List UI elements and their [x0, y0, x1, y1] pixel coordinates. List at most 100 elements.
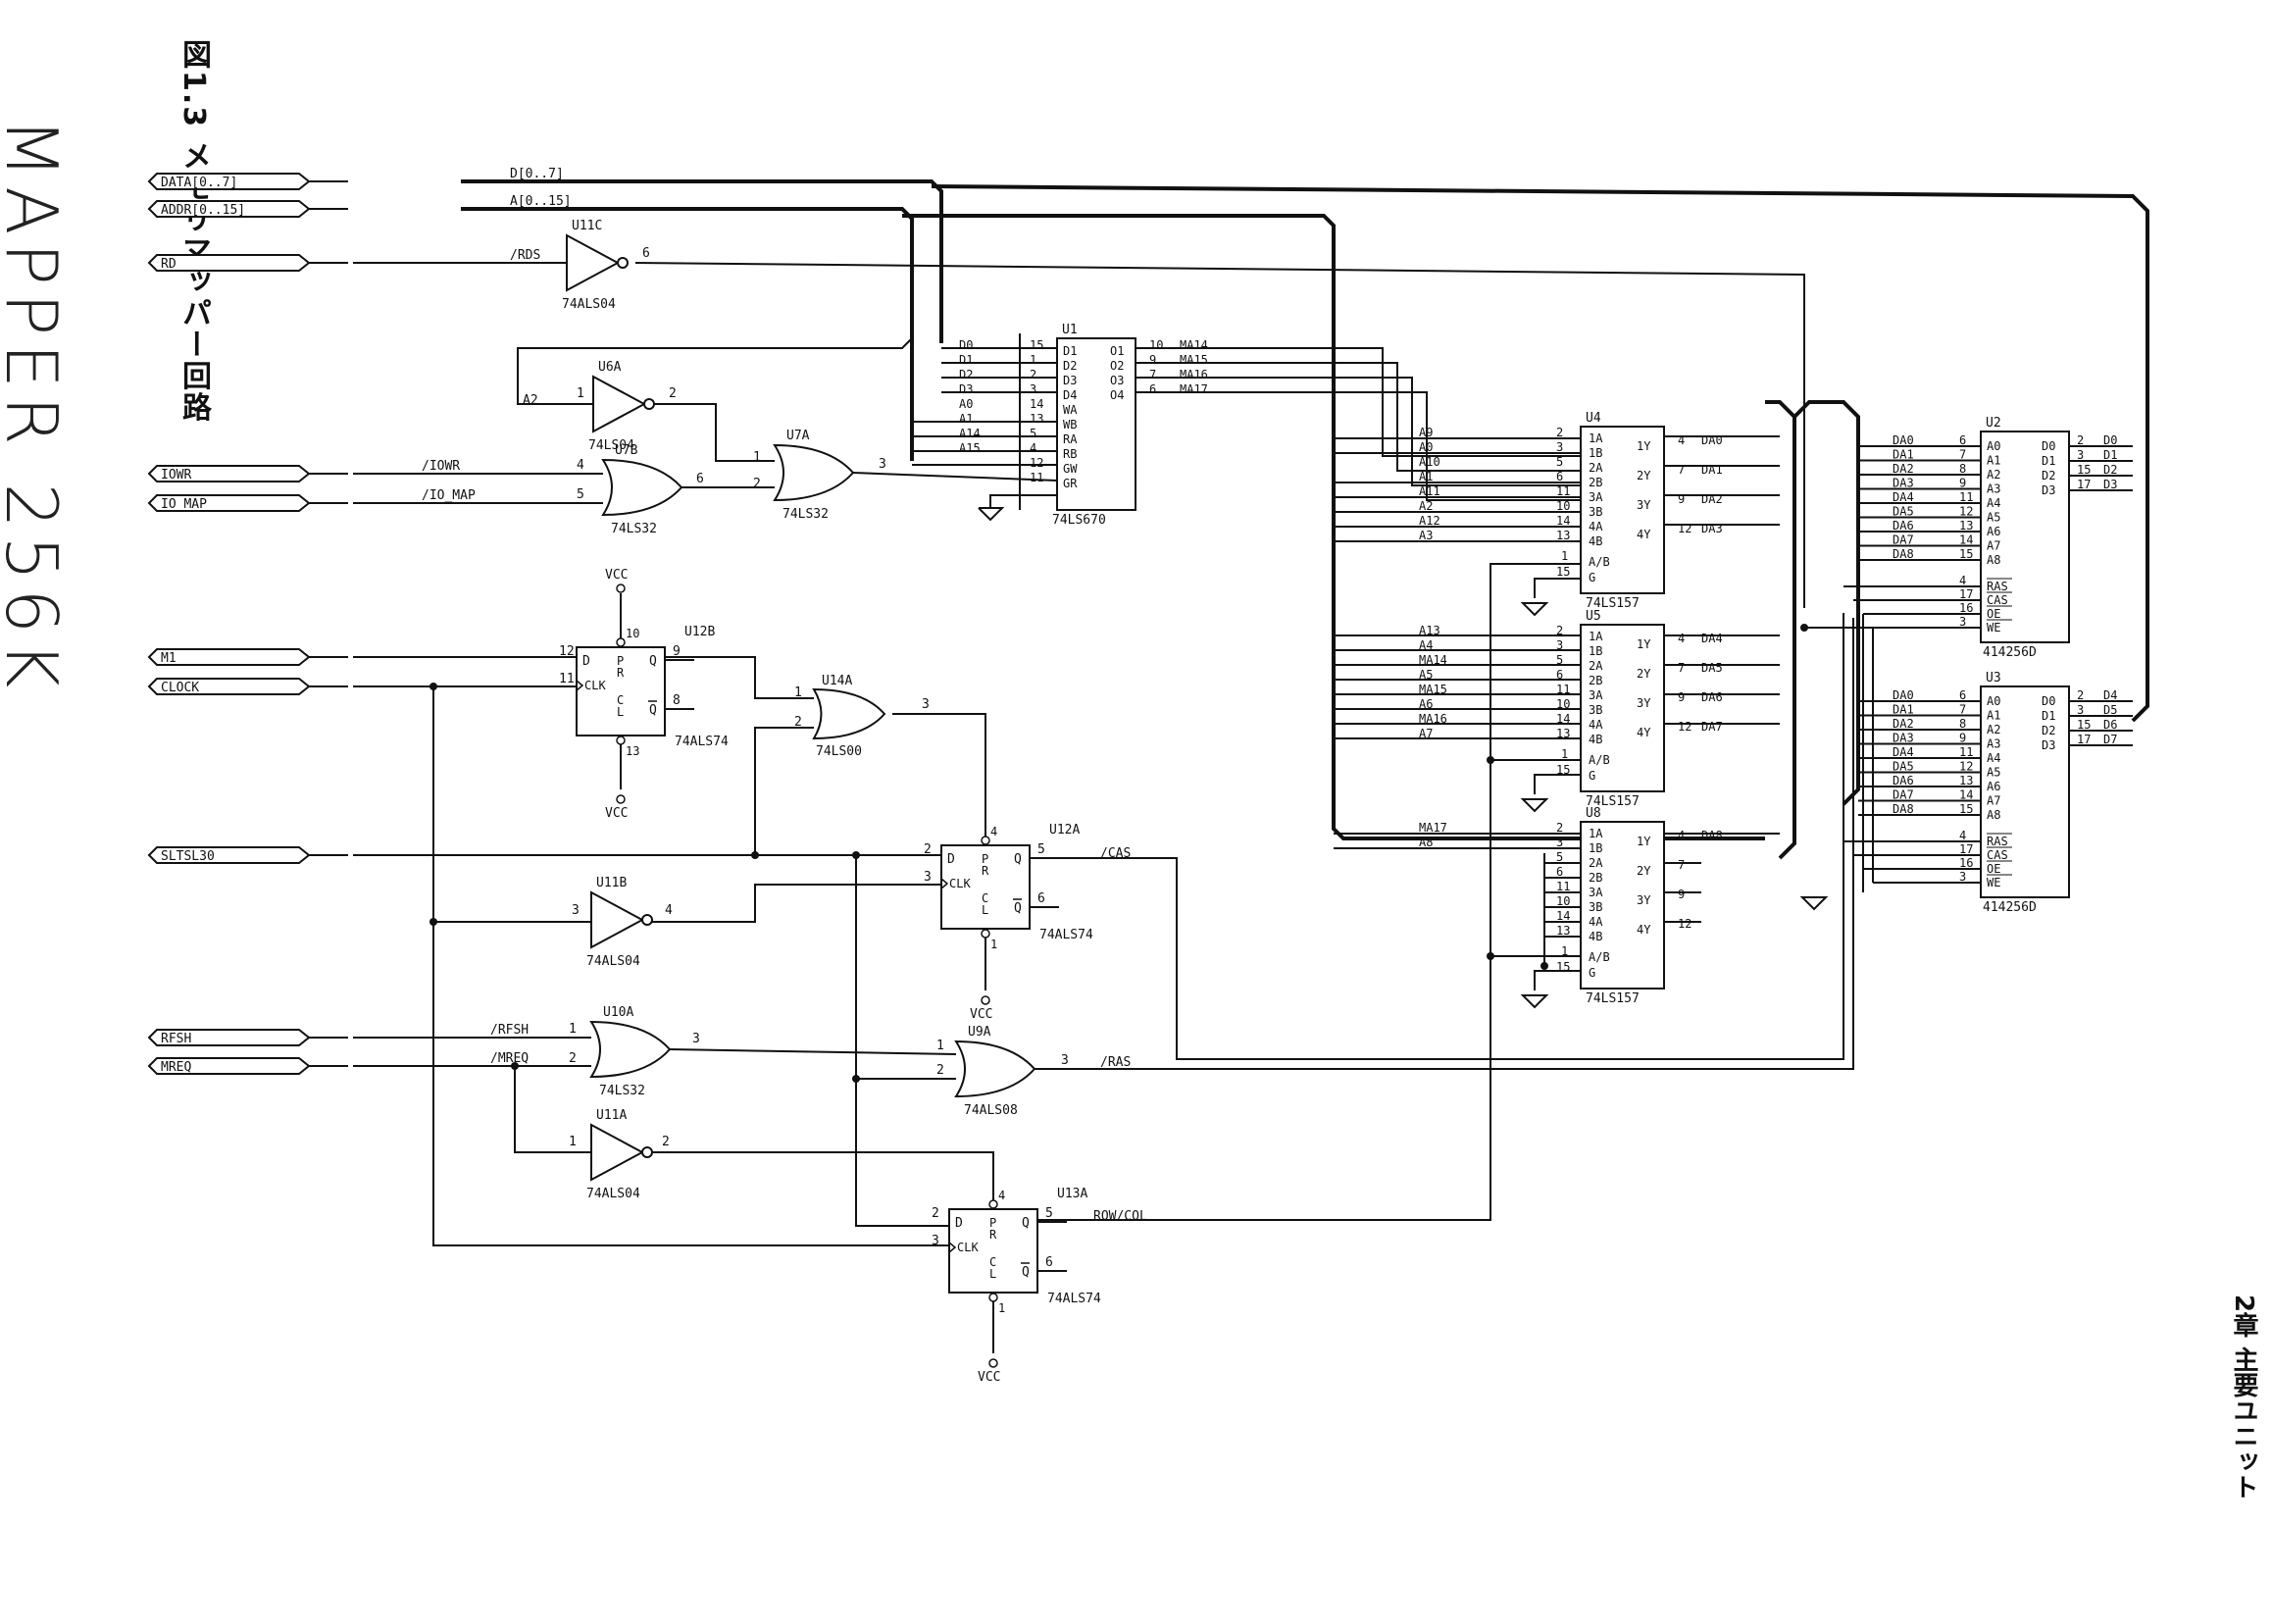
port-label: CLOCK [161, 681, 199, 695]
signal-label: DA4 [1893, 490, 1914, 504]
chip-pin-label: 3Y [1637, 696, 1651, 710]
signal-label: DA6 [1893, 774, 1914, 787]
chip-pin-label: D0 [2042, 439, 2055, 453]
pin-number: 9 [673, 644, 681, 659]
signal-label: A10 [1419, 455, 1440, 469]
signal-label: A5 [1419, 668, 1433, 682]
gate-name: U11A [596, 1108, 627, 1123]
pin-number: 6 [1149, 382, 1156, 396]
signal-label: A3 [1419, 529, 1433, 542]
signal-label: DA1 [1701, 463, 1723, 477]
vcc-label: VCC [605, 568, 628, 583]
pin-number: 16 [1959, 856, 1973, 870]
ff-pin-label: R [617, 666, 625, 680]
chip-pin-label: 1Y [1637, 439, 1651, 453]
mux-u5: U574LS1571A2A131B3A42A5MA142B6A53A11MA15… [1419, 609, 1723, 809]
pin-number: 11 [1556, 880, 1570, 893]
pin-number: 7 [1959, 448, 1966, 462]
chip-pin-label: 3B [1589, 703, 1602, 717]
chip-pin-label: O2 [1110, 359, 1124, 373]
net-label: /RDS [510, 248, 540, 263]
chip-pin-label: A6 [1987, 780, 2000, 793]
signal-label: D5 [2103, 703, 2117, 717]
pin-number: 5 [1030, 427, 1036, 440]
pin-number: 2 [1556, 821, 1563, 835]
signal-label: DA5 [1701, 661, 1723, 675]
chip-name: U4 [1586, 411, 1601, 426]
net-label: /RAS [1100, 1055, 1131, 1070]
signal-label: DA3 [1893, 477, 1914, 490]
pin-number: 1 [936, 1039, 944, 1053]
mux-u4: U474LS1571A2A91B3A02A5A102B6A13A11A113B1… [1419, 411, 1723, 611]
port-label: IO_MAP [161, 497, 207, 512]
chip-pin-label: A4 [1987, 496, 2000, 510]
inverter-bubble [641, 914, 653, 926]
vcc-symbol: VCC [605, 794, 628, 821]
chip-pin-label: 3Y [1637, 498, 1651, 512]
pin-number: 15 [2077, 463, 2091, 477]
signal-label: D7 [2103, 733, 2117, 746]
pin-number: 9 [1678, 492, 1685, 506]
junction-dot [1487, 756, 1494, 764]
pin-number: 3 [1959, 615, 1966, 629]
inverter-body [592, 375, 647, 433]
chip-name: U3 [1986, 671, 2001, 685]
dram-u3: U3414256DA06DA0A17DA1A28DA2A39DA3A411DA4… [1893, 671, 2117, 915]
vcc-label: VCC [978, 1370, 1000, 1385]
chip-pin-label: OE [1987, 607, 2000, 621]
ground-symbol [1799, 896, 1829, 911]
pin-number: 12 [1678, 522, 1691, 535]
figure-number: 図1.3 [177, 39, 211, 129]
chip-pin-label: D2 [2042, 469, 2055, 482]
ff-pin-label: D [947, 852, 955, 867]
signal-label: DA6 [1701, 690, 1723, 704]
signal-label: A1 [959, 412, 973, 426]
gate-body [812, 687, 886, 740]
pin-number: 2 [2077, 433, 2084, 447]
ff-pin-label: P [617, 654, 624, 668]
pin-number: 5 [1045, 1206, 1053, 1221]
pin-number: 4 [1678, 829, 1685, 842]
chip-pin-label: 2A [1589, 659, 1603, 673]
chip-pin-label: A5 [1987, 511, 2000, 525]
chip-pin-label: 3A [1589, 886, 1603, 899]
chip-name: U8 [1586, 806, 1601, 821]
pin-number: 3 [1959, 870, 1966, 884]
chip-pin-label: D4 [1063, 388, 1077, 402]
pin-number: 3 [932, 1234, 939, 1248]
ff-part: 74ALS74 [1047, 1292, 1101, 1306]
pin-number: 2 [662, 1135, 670, 1149]
gate-part: 74ALS04 [586, 954, 640, 969]
chip-pin-label: A4 [1987, 751, 2000, 765]
net-labels: D[0..7]A[0..15]/RDS/IOWR/IO_MAPA2/CAS/RA… [422, 167, 1147, 1224]
chip-pin-label: A3 [1987, 737, 2000, 751]
chip-pin-label: O3 [1110, 374, 1124, 387]
vcc-symbol: VCC [970, 995, 992, 1022]
pin-number: 3 [2077, 703, 2084, 717]
chip-name: U1 [1062, 323, 1078, 337]
pr-bubble [981, 836, 990, 845]
signal-label: A7 [1419, 727, 1433, 740]
chip-pin-label: CAS [1987, 848, 2008, 862]
port-mreq: MREQ [147, 1057, 348, 1075]
junction-dot [1487, 952, 1494, 960]
chip-pin-label: D1 [1063, 344, 1077, 358]
addr-bus [461, 207, 914, 461]
inverter-bubble [643, 398, 655, 410]
pin-number: 2 [1556, 426, 1563, 439]
chip-pin-label: G [1589, 571, 1595, 584]
signal-label: DA7 [1893, 533, 1914, 547]
chip-pin-label: 4B [1589, 930, 1602, 943]
pin-number: 3 [1556, 836, 1563, 849]
chip-pin-label: RAS [1987, 580, 2008, 593]
pin-number: 9 [1959, 732, 1966, 745]
pin-number: 1 [577, 386, 584, 401]
pin-number: 15 [1959, 547, 1973, 561]
port-label: M1 [161, 651, 177, 666]
chip-pin-label: 1B [1589, 841, 1602, 855]
chip-pin-label: D2 [1063, 359, 1077, 373]
ff-pin-label: CLK [957, 1241, 979, 1254]
pin-number: 13 [1556, 727, 1570, 740]
